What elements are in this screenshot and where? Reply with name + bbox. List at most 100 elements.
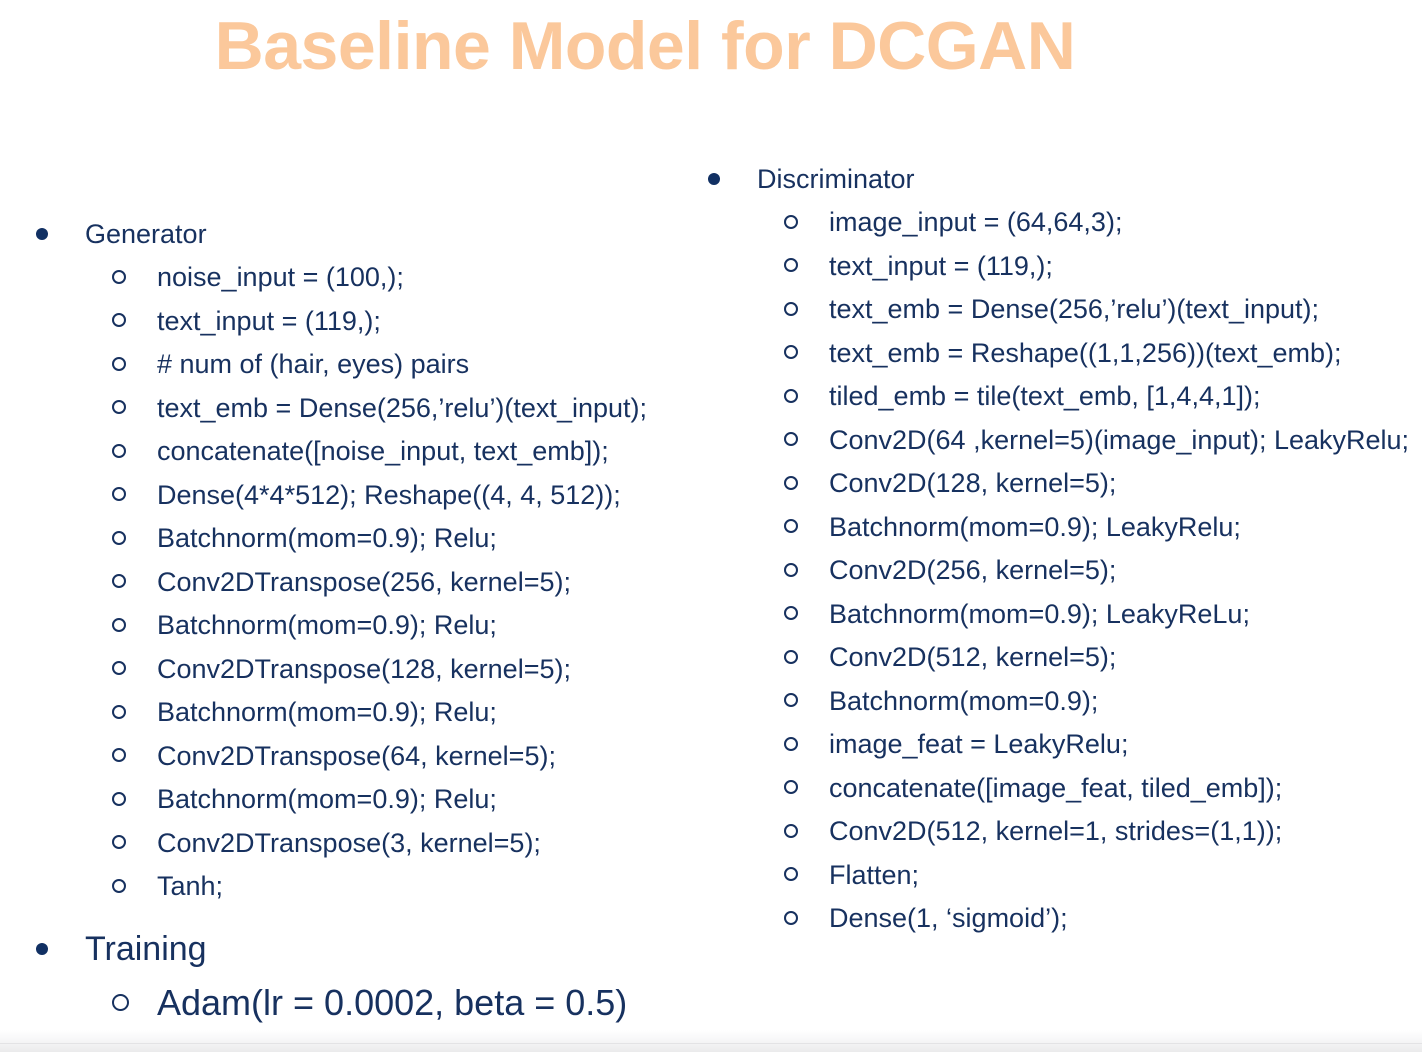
discriminator-items: image_input = (64,64,3); text_input = (1… [698,201,1422,941]
list-item-label: Dense(1, ‘sigmoid’); [829,903,1068,933]
list-item: Conv2D(512, kernel=5); [698,636,1422,680]
list-item-label: Conv2D(512, kernel=5); [829,642,1117,672]
list-item-label: Conv2D(64 ,kernel=5)(image_input); Leaky… [829,424,1410,455]
bullet-disc-icon [35,923,49,975]
list-item: concatenate([image_feat, tiled_emb]); [698,767,1422,811]
bullet-disc-icon [35,212,49,256]
slide-bottom-edge [0,1030,1422,1052]
bullet-circle-icon [784,549,802,593]
list-item-label: Batchnorm(mom=0.9); LeakyReLu; [829,598,1250,629]
bullet-circle-icon [112,430,130,474]
list-item: Dense(1, ‘sigmoid’); [698,897,1422,941]
right-column: Discriminator image_input = (64,64,3); t… [698,157,1422,941]
bullet-circle-icon [784,810,802,854]
list-item-label: Adam(lr = 0.0002, beta = 0.5) [157,981,628,1023]
list-item: text_input = (119,); [26,300,686,344]
page-title: Baseline Model for DCGAN [214,8,1076,84]
list-item-label: image_input = (64,64,3); [829,207,1123,237]
left-column: Generator noise_input = (100,); text_inp… [26,212,686,1031]
list-item-label: image_feat = LeakyRelu; [829,729,1129,759]
bullet-circle-icon [784,462,802,506]
bullet-circle-icon [784,332,802,376]
training-section: Training Adam(lr = 0.0002, beta = 0.5) [26,923,686,1031]
generator-section: Generator noise_input = (100,); text_inp… [26,212,686,909]
bullet-circle-icon [784,854,802,898]
list-item-label: Conv2DTranspose(256, kernel=5); [157,566,571,597]
generator-items: noise_input = (100,); text_input = (119,… [26,256,686,909]
bullet-circle-icon [112,604,130,648]
list-item-label: Batchnorm(mom=0.9); Relu; [157,523,497,553]
bullet-circle-icon [784,375,802,419]
bullet-circle-icon [112,343,130,387]
list-item-label: Conv2DTranspose(64, kernel=5); [157,740,556,771]
list-item: Dense(4*4*512); Reshape((4, 4, 512)); [26,474,686,518]
list-item-label: Flatten; [829,859,920,890]
section-heading-discriminator: Discriminator [698,157,1422,201]
list-item: text_emb = Dense(256,’relu’)(text_input)… [698,288,1422,332]
list-item: Flatten; [698,854,1422,898]
bullet-circle-icon [784,636,802,680]
list-item: Conv2DTranspose(128, kernel=5); [26,648,686,692]
bullet-circle-icon [784,419,802,463]
list-item: text_emb = Dense(256,’relu’)(text_input)… [26,387,686,431]
list-item: Conv2DTranspose(256, kernel=5); [26,561,686,605]
list-item-label: text_emb = Dense(256,’relu’)(text_input)… [157,392,647,423]
bullet-circle-icon [784,506,802,550]
list-item-label: tiled_emb = tile(text_emb, [1,4,4,1]); [829,381,1261,411]
list-item-label: Batchnorm(mom=0.9); LeakyRelu; [829,511,1241,542]
list-item: image_feat = LeakyRelu; [698,723,1422,767]
list-item-label: Conv2DTranspose(128, kernel=5); [157,653,571,684]
bullet-circle-icon [784,288,802,332]
list-item: Conv2D(128, kernel=5); [698,462,1422,506]
list-item: Batchnorm(mom=0.9); Relu; [26,517,686,561]
list-item-label: Batchnorm(mom=0.9); [829,685,1099,716]
list-item: text_emb = Reshape((1,1,256))(text_emb); [698,332,1422,376]
section-heading-label: Generator [85,219,207,249]
list-item: image_input = (64,64,3); [698,201,1422,245]
list-item-label: Batchnorm(mom=0.9); Relu; [157,697,497,727]
bullet-circle-icon [112,822,130,866]
bullet-circle-icon [112,256,130,300]
list-item-label: noise_input = (100,); [157,262,404,292]
list-item: Batchnorm(mom=0.9); Relu; [26,778,686,822]
list-item: concatenate([noise_input, text_emb]); [26,430,686,474]
bullet-circle-icon [112,975,130,1031]
bullet-circle-icon [112,865,130,909]
list-item-label: Conv2D(256, kernel=5); [829,555,1117,585]
bullet-circle-icon [784,897,802,941]
list-item: tiled_emb = tile(text_emb, [1,4,4,1]); [698,375,1422,419]
bullet-circle-icon [112,778,130,822]
bullet-circle-icon [112,387,130,431]
list-item: Batchnorm(mom=0.9); [698,680,1422,724]
bullet-circle-icon [112,300,130,344]
list-item: Batchnorm(mom=0.9); LeakyReLu; [698,593,1422,637]
bullet-circle-icon [112,648,130,692]
bullet-circle-icon [112,735,130,779]
list-item-label: Tanh; [157,871,224,901]
training-items: Adam(lr = 0.0002, beta = 0.5) [26,975,686,1031]
list-item-label: Batchnorm(mom=0.9); Relu; [157,784,497,814]
bullet-circle-icon [112,517,130,561]
list-item-label: text_input = (119,); [829,250,1053,281]
list-item-label: text_emb = Reshape((1,1,256))(text_emb); [829,337,1342,368]
slide-bottom-rule [0,1043,1422,1044]
list-item-label: Dense(4*4*512); Reshape((4, 4, 512)); [157,479,621,510]
list-item-label: text_input = (119,); [157,305,381,336]
section-heading-generator: Generator [26,212,686,256]
list-item: Batchnorm(mom=0.9); LeakyRelu; [698,506,1422,550]
list-item-label: text_emb = Dense(256,’relu’)(text_input)… [829,294,1319,324]
bullet-circle-icon [784,593,802,637]
list-item: Conv2D(64 ,kernel=5)(image_input); Leaky… [698,419,1422,463]
discriminator-section: Discriminator image_input = (64,64,3); t… [698,157,1422,941]
list-item: # num of (hair, eyes) pairs [26,343,686,387]
list-item-label: Conv2D(128, kernel=5); [829,468,1117,498]
list-item: Conv2DTranspose(64, kernel=5); [26,735,686,779]
bullet-circle-icon [784,723,802,767]
bullet-circle-icon [784,680,802,724]
list-item-label: Conv2D(512, kernel=1, strides=(1,1)); [829,816,1283,846]
section-heading-training: Training [26,923,686,975]
list-item: Conv2D(256, kernel=5); [698,549,1422,593]
list-item-label: Batchnorm(mom=0.9); Relu; [157,610,497,640]
list-item: Batchnorm(mom=0.9); Relu; [26,604,686,648]
